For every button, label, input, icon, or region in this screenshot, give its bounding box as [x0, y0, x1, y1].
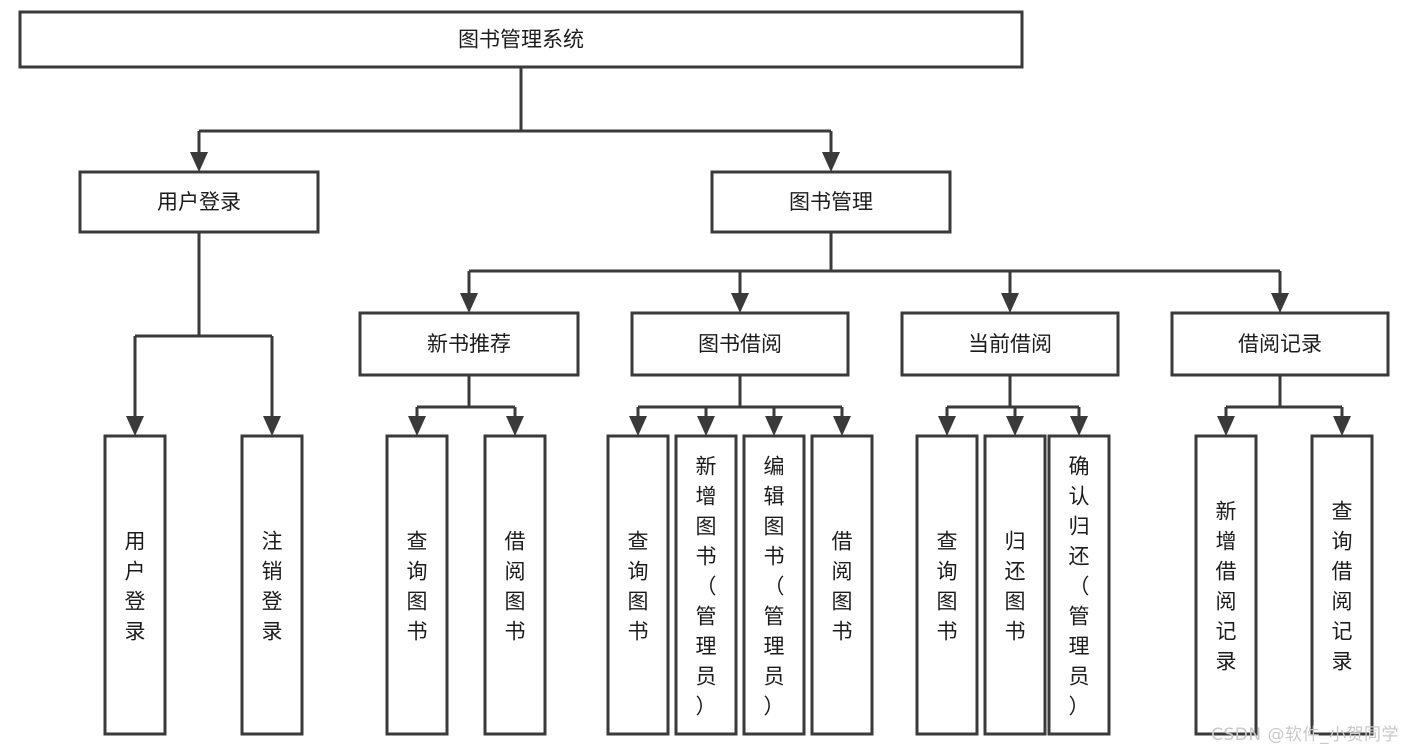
node-leaf-leaf-confirm-return[interactable]: 确认归还（管理员） — [1047, 434, 1111, 736]
node-box[interactable] — [358, 311, 580, 377]
node-box[interactable] — [1194, 434, 1258, 736]
node-label: 当前借阅 — [968, 332, 1052, 356]
node-leaf-leaf-query-book-3[interactable]: 查询图书 — [915, 434, 979, 736]
arrow-head-icon — [1333, 416, 1351, 436]
arrow-head-icon — [1001, 293, 1019, 313]
arrow-head-icon — [1006, 416, 1024, 436]
node-label: 图书管理 — [789, 190, 873, 214]
node-box[interactable] — [710, 170, 952, 234]
arrow-head-icon — [822, 152, 840, 172]
node-label: 查询图书 — [407, 529, 428, 643]
arrow-head-icon — [263, 416, 281, 436]
node-label: 确认归还（管理员） — [1069, 454, 1090, 718]
node-leaf-leaf-borrow-book-1[interactable]: 借阅图书 — [483, 434, 547, 736]
connector-lines — [126, 67, 1351, 436]
node-leaf-leaf-edit-book[interactable]: 编辑图书（管理员） — [742, 434, 806, 736]
node-leaf-leaf-query-book-2[interactable]: 查询图书 — [606, 434, 670, 736]
node-leaf-leaf-logout[interactable]: 注销登录 — [240, 434, 304, 736]
node-level2-current-borrow[interactable]: 当前借阅 — [900, 311, 1120, 377]
node-box[interactable] — [810, 434, 874, 736]
node-level1-user-login[interactable]: 用户登录 — [78, 170, 320, 234]
node-box[interactable] — [1310, 434, 1374, 736]
node-label: 新书推荐 — [427, 332, 511, 356]
node-label: 新增借阅记录 — [1216, 499, 1237, 673]
node-label: 图书管理系统 — [458, 28, 584, 52]
node-leaf-leaf-query-record[interactable]: 查询借阅记录 — [1310, 434, 1374, 736]
node-label: 查询图书 — [937, 529, 958, 643]
node-box[interactable] — [1047, 434, 1111, 736]
node-label: 查询借阅记录 — [1332, 499, 1353, 673]
node-level2-borrow-record[interactable]: 借阅记录 — [1170, 311, 1390, 377]
node-box[interactable] — [103, 434, 167, 736]
node-level1-book-manage[interactable]: 图书管理 — [710, 170, 952, 234]
node-box[interactable] — [483, 434, 547, 736]
node-box[interactable] — [983, 434, 1047, 736]
node-leaf-leaf-add-record[interactable]: 新增借阅记录 — [1194, 434, 1258, 736]
node-box[interactable] — [900, 311, 1120, 377]
node-label: 借阅记录 — [1238, 332, 1322, 356]
node-box[interactable] — [674, 434, 738, 736]
arrow-head-icon — [460, 293, 478, 313]
node-label: 新增图书（管理员） — [696, 454, 717, 718]
arrow-head-icon — [697, 416, 715, 436]
arrow-head-icon — [629, 416, 647, 436]
arrow-head-icon — [938, 416, 956, 436]
arrow-head-icon — [506, 416, 524, 436]
diagram-nodes: 图书管理系统用户登录图书管理新书推荐图书借阅当前借阅借阅记录用户登录注销登录查询… — [18, 10, 1390, 736]
node-leaf-leaf-add-book[interactable]: 新增图书（管理员） — [674, 434, 738, 736]
node-label: 用户登录 — [125, 529, 146, 643]
node-box[interactable] — [742, 434, 806, 736]
node-level2-new-book-rec[interactable]: 新书推荐 — [358, 311, 580, 377]
node-label: 用户登录 — [157, 190, 241, 214]
node-box[interactable] — [240, 434, 304, 736]
node-label: 归还图书 — [1005, 529, 1026, 643]
csdn-watermark: CSDN @软件_小贺同学 — [1211, 725, 1399, 745]
node-root-root[interactable]: 图书管理系统 — [18, 10, 1024, 69]
node-level2-book-borrow[interactable]: 图书借阅 — [630, 311, 850, 377]
node-box[interactable] — [606, 434, 670, 736]
arrow-head-icon — [1271, 293, 1289, 313]
arrow-head-icon — [126, 416, 144, 436]
node-box[interactable] — [915, 434, 979, 736]
node-label: 注销登录 — [262, 529, 283, 643]
node-leaf-leaf-user-login[interactable]: 用户登录 — [103, 434, 167, 736]
node-leaf-leaf-query-book-1[interactable]: 查询图书 — [385, 434, 449, 736]
arrow-head-icon — [833, 416, 851, 436]
node-label: 借阅图书 — [505, 529, 526, 643]
node-label: 图书借阅 — [698, 332, 782, 356]
arrow-head-icon — [765, 416, 783, 436]
node-label: 编辑图书（管理员） — [764, 454, 785, 718]
arrow-head-icon — [408, 416, 426, 436]
node-box[interactable] — [385, 434, 449, 736]
node-box[interactable] — [18, 10, 1024, 69]
arrow-head-icon — [731, 293, 749, 313]
node-box[interactable] — [78, 170, 320, 234]
arrow-head-icon — [1070, 416, 1088, 436]
node-label: 查询图书 — [628, 529, 649, 643]
arrow-head-icon — [1217, 416, 1235, 436]
node-leaf-leaf-borrow-book-2[interactable]: 借阅图书 — [810, 434, 874, 736]
node-box[interactable] — [630, 311, 850, 377]
arrow-head-icon — [190, 152, 208, 172]
node-label: 借阅图书 — [832, 529, 853, 643]
node-box[interactable] — [1170, 311, 1390, 377]
node-leaf-leaf-return-book[interactable]: 归还图书 — [983, 434, 1047, 736]
